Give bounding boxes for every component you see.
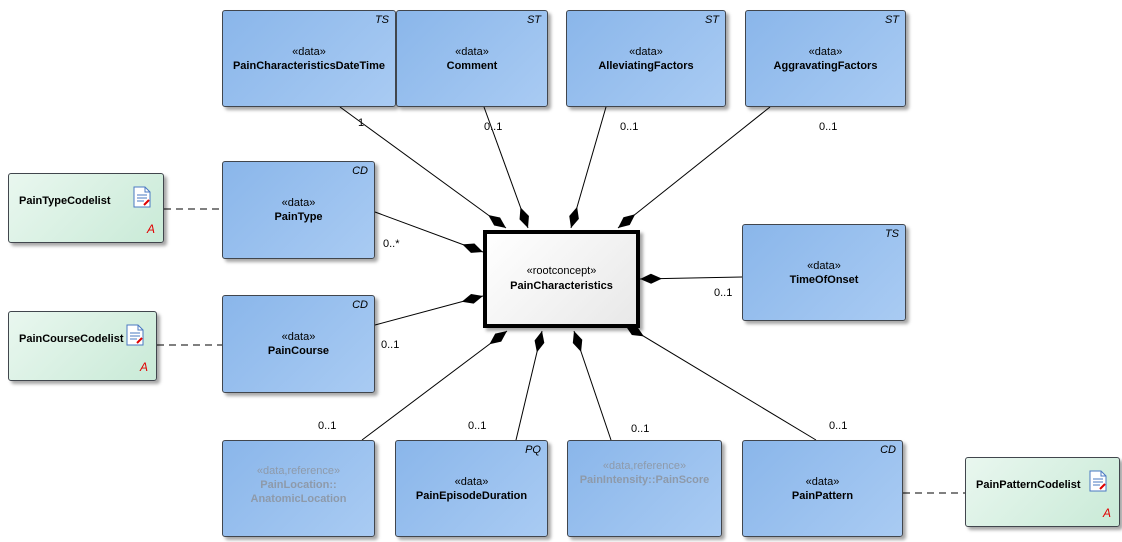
multiplicity-pattern: 0..1	[829, 420, 848, 432]
assoc-alleviating	[569, 106, 607, 229]
codelist-name: PainCourseCodelist	[19, 333, 124, 345]
class-name: PainIntensity::PainScore	[579, 474, 710, 486]
class-pain-pattern[interactable]: CD «data» PainPattern	[742, 440, 903, 537]
class-name: PainEpisodeDuration	[415, 489, 528, 502]
stereotype-label: «data»	[281, 331, 316, 343]
class-alleviating-factors[interactable]: ST «data» AlleviatingFactors	[566, 10, 726, 107]
stereotype-label: «data»	[454, 475, 489, 488]
class-pain-type[interactable]: CD «data» PainType	[222, 161, 375, 259]
class-name: PainCharacteristicsDateTime	[232, 59, 386, 72]
codelist-pain-type[interactable]: PainTypeCodelist A	[8, 173, 164, 243]
multiplicity-duration: 0..1	[468, 420, 487, 432]
assoc-course	[374, 294, 484, 326]
multiplicity-location: 0..1	[318, 420, 337, 432]
assoc-intensity	[572, 330, 612, 441]
assoc-comment	[483, 106, 529, 229]
stereotype-label: «data,reference»	[602, 460, 687, 472]
stereotype-label: «rootconcept»	[526, 265, 597, 277]
stereotype-label: «data,reference»	[256, 465, 341, 477]
multiplicity-comment: 0..1	[484, 121, 503, 133]
assoc-duration	[515, 330, 545, 441]
class-pain-location[interactable]: «data,reference» PainLocation:: Anatomic…	[222, 440, 375, 537]
stereotype-label: «data»	[805, 475, 840, 488]
class-name-line-1: PainLocation::	[260, 479, 337, 491]
codelist-name: PainTypeCodelist	[19, 195, 111, 207]
class-comment[interactable]: ST «data» Comment	[396, 10, 548, 107]
abstract-mark: A	[146, 222, 155, 236]
class-pain-episode-duration[interactable]: PQ «data» PainEpisodeDuration	[395, 440, 548, 537]
stereotype-label: «data»	[629, 45, 663, 58]
assoc-location	[361, 330, 508, 441]
codelist-pain-pattern[interactable]: PainPatternCodelist A	[965, 457, 1120, 527]
stereotype-label: «data»	[292, 45, 326, 58]
class-name: AlleviatingFactors	[598, 59, 694, 72]
abstract-mark: A	[1102, 506, 1111, 520]
class-pain-intensity[interactable]: «data,reference» PainIntensity::PainScor…	[567, 440, 722, 537]
class-name: PainCharacteristics	[510, 280, 613, 292]
type-tag: ST	[704, 14, 719, 26]
stereotype-label: «data»	[281, 197, 316, 209]
type-tag: ST	[884, 14, 899, 26]
stereotype-label: «data»	[807, 259, 841, 272]
class-name-line-2: AnatomicLocation	[250, 493, 347, 505]
class-time-of-onset[interactable]: TS «data» TimeOfOnset	[742, 224, 906, 321]
class-name: PainPattern	[791, 489, 854, 502]
assoc-paintype	[374, 211, 484, 253]
type-tag: CD	[352, 165, 368, 177]
multiplicity-aggravating: 0..1	[819, 121, 838, 133]
type-tag: TS	[374, 14, 389, 26]
type-tag: PQ	[525, 444, 541, 456]
multiplicity-datetime: 1	[358, 117, 365, 129]
class-name: PainCourse	[267, 345, 330, 357]
class-name: Comment	[446, 59, 498, 72]
class-pain-characteristics-datetime[interactable]: TS «data» PainCharacteristicsDateTime	[222, 10, 396, 107]
assoc-aggravating	[617, 106, 771, 229]
type-tag: TS	[884, 228, 899, 240]
multiplicity-onset: 0..1	[714, 287, 733, 299]
type-tag: CD	[352, 299, 368, 311]
multiplicity-course: 0..1	[381, 339, 400, 351]
multiplicity-paintype: 0..*	[383, 238, 400, 250]
class-pain-course[interactable]: CD «data» PainCourse	[222, 295, 375, 393]
stereotype-label: «data»	[808, 45, 843, 58]
assoc-onset	[639, 273, 743, 284]
class-name: TimeOfOnset	[789, 273, 859, 286]
type-tag: CD	[880, 444, 896, 456]
multiplicity-alleviating: 0..1	[620, 121, 639, 133]
stereotype-label: «data»	[455, 45, 489, 58]
document-icon	[133, 186, 151, 208]
type-tag: ST	[526, 14, 541, 26]
assoc-pattern	[624, 324, 817, 441]
class-name: PainType	[274, 211, 323, 223]
codelist-pain-course[interactable]: PainCourseCodelist A	[8, 311, 157, 381]
class-name: AggravatingFactors	[773, 59, 878, 72]
document-icon	[1089, 470, 1107, 492]
document-icon	[126, 324, 144, 346]
assoc-datetime	[339, 106, 507, 229]
abstract-mark: A	[139, 360, 148, 374]
codelist-name: PainPatternCodelist	[976, 479, 1081, 491]
multiplicity-intensity: 0..1	[631, 423, 650, 435]
class-aggravating-factors[interactable]: ST «data» AggravatingFactors	[745, 10, 906, 107]
root-pain-characteristics[interactable]: «rootconcept» PainCharacteristics	[483, 230, 640, 328]
